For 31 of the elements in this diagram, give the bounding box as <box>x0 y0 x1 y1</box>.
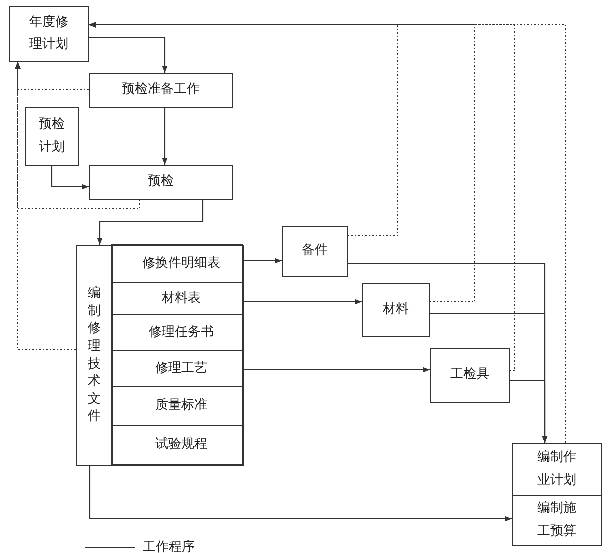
table-row: 材料表 <box>111 282 244 316</box>
table-row: 修理工艺 <box>111 350 244 388</box>
table-row: 修换件明细表 <box>111 244 244 284</box>
table-row: 质量标准 <box>111 386 244 426</box>
arrow <box>15 62 140 210</box>
arrow <box>162 108 168 165</box>
legend-label: 工作程序 <box>143 539 195 553</box>
arrow <box>244 258 282 264</box>
process-box: 材料 <box>362 283 430 337</box>
arrow <box>244 367 430 373</box>
table-row: 修理任务书 <box>111 314 244 352</box>
arrow <box>15 62 76 350</box>
arrow <box>88 22 476 302</box>
arrow <box>97 200 204 245</box>
table-row: 试验规程 <box>111 425 244 466</box>
process-box: 预检准备工作 <box>89 73 233 108</box>
arrow <box>510 380 548 443</box>
process-box: 编制施工预算 <box>512 495 602 546</box>
arrow <box>88 22 566 444</box>
arrow <box>89 37 168 73</box>
process-box: 备件 <box>282 226 348 277</box>
arrow <box>51 166 89 190</box>
arrow <box>89 466 512 522</box>
process-box: 年度修理计划 <box>9 6 89 62</box>
process-box: 预检计划 <box>25 107 79 166</box>
process-box: 工检具 <box>430 348 510 403</box>
arrow <box>244 299 362 305</box>
process-box: 预检 <box>89 165 233 200</box>
document-box <box>76 245 244 466</box>
vertical-label: 编制修理技术文件 <box>87 285 102 426</box>
process-box: 编制作业计划 <box>512 443 602 496</box>
